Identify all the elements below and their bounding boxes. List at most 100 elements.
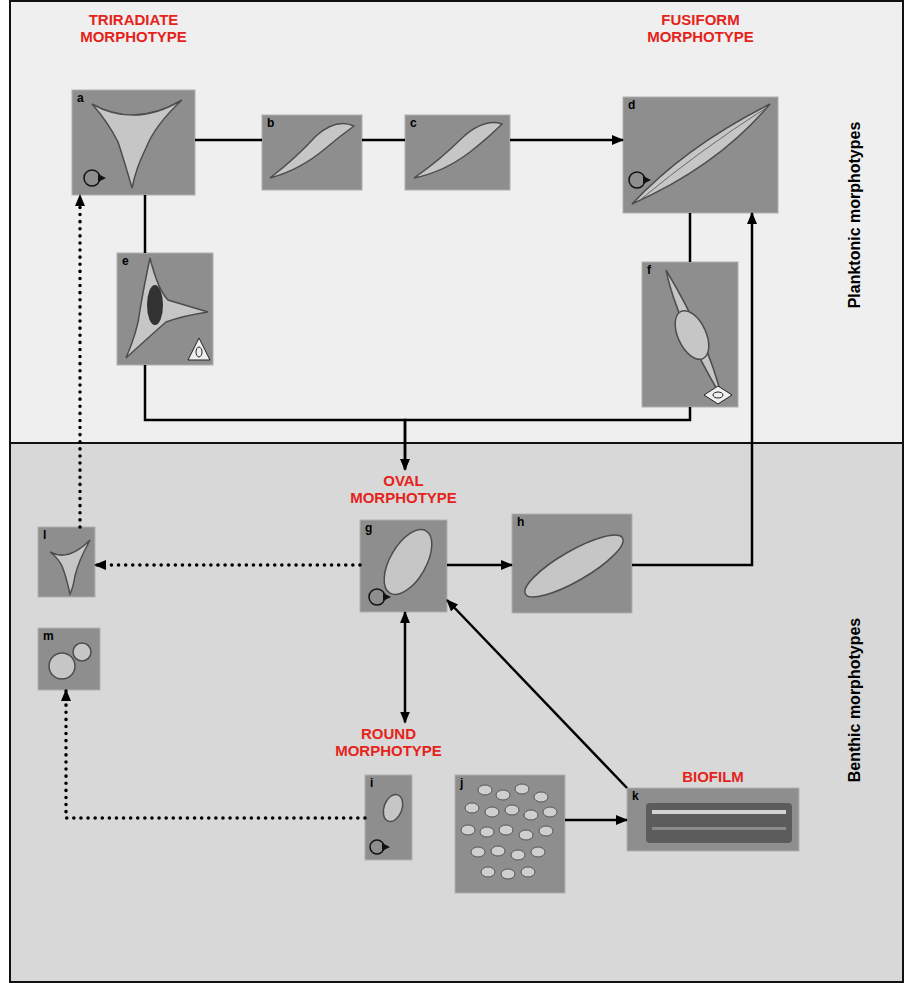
view-icon [188, 338, 210, 360]
panel-letter: a [77, 92, 84, 105]
region-label: Planktonic morphotypes [845, 122, 864, 309]
round-cell [471, 847, 485, 857]
view-icon [713, 392, 723, 398]
round-cell [543, 807, 557, 817]
round-cell [499, 825, 513, 835]
panel-letter: i [370, 777, 373, 790]
morphotype-heading: FUSIFORM MORPHOTYPE [636, 11, 766, 46]
micrograph-panel: ROUND MORPHOTYPEi [365, 775, 412, 860]
panel-letter: l [43, 529, 46, 542]
rotation-arrow [382, 843, 390, 851]
connector [447, 600, 627, 788]
connector [144, 195, 147, 253]
panel-letter: m [43, 630, 54, 643]
round-cell [531, 847, 545, 857]
triradiate-cell [126, 258, 208, 358]
elongated-cell [518, 525, 630, 607]
round-cell [491, 846, 505, 856]
micrograph-frame [117, 253, 213, 365]
fusiform-cell [666, 270, 722, 398]
micrograph-frame [72, 90, 195, 195]
micrograph-frames [38, 90, 799, 893]
oval-cell [374, 522, 441, 602]
cell-shapes [49, 100, 770, 824]
micrograph-frame [623, 97, 778, 213]
tube-streak [652, 827, 786, 830]
micrograph-frame [360, 520, 447, 612]
round-cell [511, 850, 525, 860]
view-icon [196, 347, 202, 357]
connector [404, 612, 407, 723]
view-icon [704, 386, 732, 404]
round-cell [485, 807, 499, 817]
micrograph-panel: b [262, 115, 362, 190]
round-cell [496, 790, 510, 800]
micrograph-frame [262, 115, 362, 190]
curved-cell [270, 124, 354, 178]
micrograph-frame [627, 788, 799, 851]
round-cell [465, 803, 479, 813]
curved-cell [414, 123, 502, 178]
connector [689, 213, 692, 262]
tube-streak [652, 810, 786, 814]
micrograph-panel: OVAL MORPHOTYPEg [360, 520, 447, 612]
rotation-symbol [629, 172, 645, 188]
rotation-arrows [98, 174, 651, 851]
cell-body [668, 306, 715, 365]
panel-letter: c [410, 117, 417, 130]
micrograph-frame [455, 775, 565, 893]
panel-letter: b [267, 117, 274, 130]
morphotype-heading: TRIRADIATE MORPHOTYPE [69, 11, 199, 46]
micrograph-frame [405, 115, 510, 190]
region-label: Benthic morphotypes [845, 618, 864, 782]
panel-letter: g [365, 522, 372, 535]
connector [565, 819, 627, 822]
triradiate-cell [92, 100, 182, 188]
triradiate-cell [50, 540, 90, 594]
round-cell [505, 805, 519, 815]
connector [405, 407, 690, 470]
morphotype-heading: ROUND MORPHOTYPE [324, 725, 454, 760]
panel-letter: e [122, 255, 129, 268]
micrograph-panel: FUSIFORM MORPHOTYPEd [623, 97, 778, 213]
round-cell [501, 869, 515, 879]
round-cell [380, 792, 406, 824]
micrograph-panel: f [642, 262, 738, 407]
dotted-connector [78, 195, 82, 527]
region-band: Benthic morphotypes l OVAL MORPHOTYPEg h mRO… [10, 443, 903, 983]
round-cell [539, 826, 553, 836]
panel-letter: k [632, 790, 639, 803]
cell-cluster [461, 784, 557, 879]
micrograph-panel: c [405, 115, 510, 190]
cell-line [640, 108, 766, 200]
dotted-connector [95, 563, 360, 567]
rotation-symbol [369, 589, 385, 605]
biofilm-tube [646, 803, 792, 843]
connector [447, 564, 512, 567]
round-cell [461, 825, 475, 835]
rotation-symbols [84, 170, 645, 854]
region-band: Planktonic morphotypes TRIRADIATE MORPHOT… [10, 0, 903, 443]
round-cell [73, 643, 91, 661]
micrograph-frame [512, 514, 632, 613]
rotation-arrow [643, 176, 651, 184]
benthic-ground [10, 443, 903, 982]
round-cell [515, 784, 529, 794]
round-cell [480, 827, 494, 837]
round-cell [478, 785, 492, 795]
round-cell [49, 653, 75, 679]
round-cell [519, 830, 533, 840]
rotation-arrow [383, 593, 391, 601]
panel-letter: h [517, 516, 524, 529]
connector [362, 139, 405, 142]
connector [510, 139, 623, 142]
panel-letter: j [460, 777, 463, 790]
micrograph-frame [365, 775, 412, 860]
micrograph-panel: h [512, 514, 632, 613]
panel-letter: d [628, 99, 635, 112]
connector [632, 213, 752, 565]
rotation-symbol [370, 840, 384, 854]
round-cell [534, 792, 548, 802]
cell-body [147, 285, 163, 325]
